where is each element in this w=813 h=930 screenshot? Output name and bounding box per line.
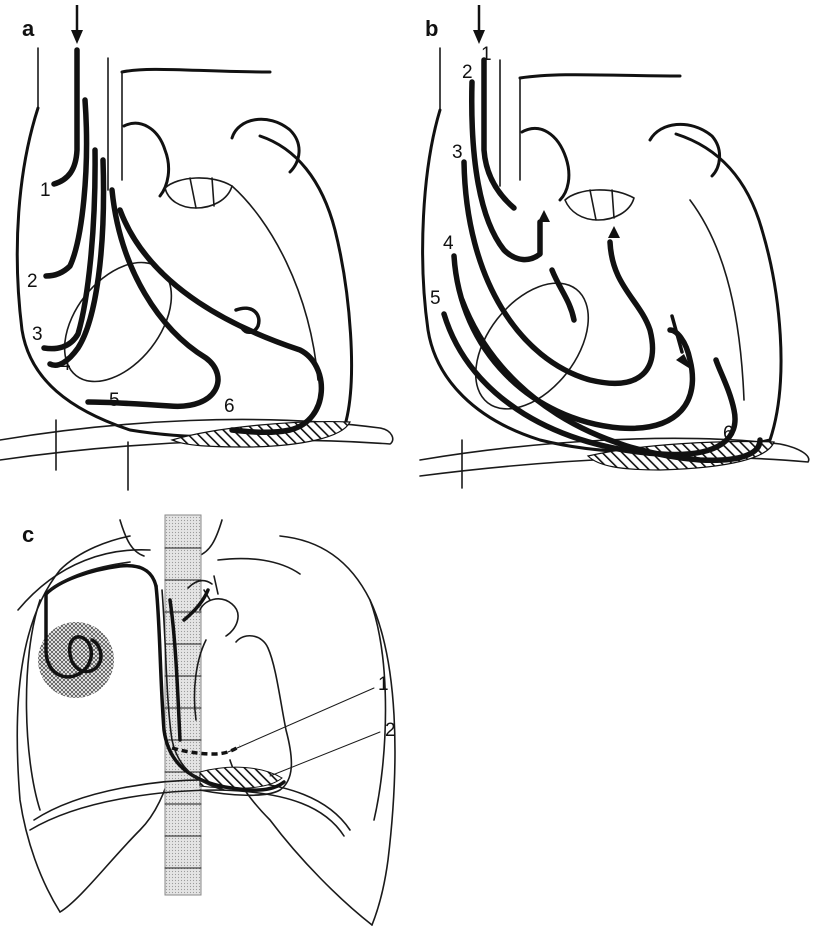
label-a-2: 2 bbox=[27, 271, 38, 292]
label-a-5: 5 bbox=[109, 390, 120, 411]
label-b-3: 3 bbox=[452, 142, 463, 163]
label-b-5: 5 bbox=[430, 288, 441, 309]
label-a-6: 6 bbox=[224, 396, 235, 417]
label-a-3: 3 bbox=[32, 324, 43, 345]
label-c-1: 1 bbox=[378, 674, 389, 695]
label-b-4: 4 bbox=[443, 233, 454, 254]
catheter-paths-b bbox=[444, 60, 760, 460]
panel-a: a bbox=[0, 5, 393, 490]
number-labels-a: 1 2 3 4 5 6 bbox=[27, 180, 235, 417]
panel-c-label: c bbox=[22, 522, 34, 547]
catheter-paths-a bbox=[44, 50, 321, 432]
label-a-1: 1 bbox=[40, 180, 51, 201]
panel-b: b bbox=[420, 5, 809, 488]
label-b-2: 2 bbox=[462, 62, 473, 83]
label-b-6: 6 bbox=[723, 423, 734, 444]
label-b-1: 1 bbox=[481, 44, 492, 65]
subclavian-loop bbox=[38, 562, 156, 698]
label-a-4: 4 bbox=[60, 354, 71, 375]
entry-arrow-icon bbox=[473, 5, 485, 44]
label-c-2: 2 bbox=[385, 720, 396, 741]
panel-b-label: b bbox=[425, 16, 438, 41]
panel-a-label: a bbox=[22, 16, 35, 41]
spine bbox=[165, 515, 201, 895]
panel-c: c bbox=[17, 515, 395, 925]
heart-outline-a bbox=[0, 48, 393, 490]
entry-arrow-icon bbox=[71, 5, 83, 44]
